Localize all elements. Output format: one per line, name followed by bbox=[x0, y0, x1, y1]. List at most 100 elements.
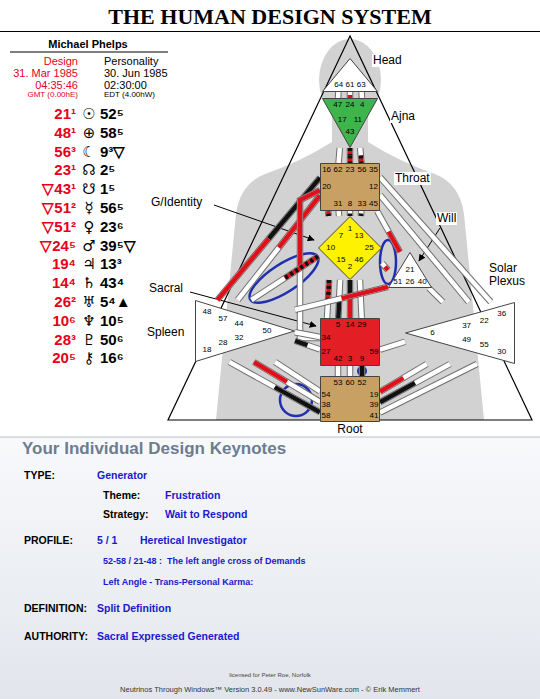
center-shape bbox=[319, 217, 382, 280]
channel-fill bbox=[348, 214, 353, 217]
channel-core bbox=[359, 211, 364, 216]
channel-core bbox=[360, 366, 365, 376]
channel-core bbox=[295, 341, 320, 350]
channel bbox=[360, 280, 362, 318]
gate-number: 4 bbox=[360, 101, 364, 109]
center-triangle: 646163 bbox=[322, 58, 378, 92]
center-shape bbox=[321, 377, 380, 422]
personality-gate: 16⁶ bbox=[100, 350, 124, 367]
channel-core bbox=[429, 288, 443, 302]
personality-gate: 1⁵ bbox=[100, 181, 115, 198]
channel bbox=[350, 211, 351, 216]
gate-number: 7 bbox=[339, 232, 343, 240]
gate-number: 46 bbox=[355, 256, 364, 264]
channel-fill bbox=[342, 287, 389, 298]
gate-number: 5 bbox=[336, 321, 340, 329]
gate-number: 30 bbox=[497, 348, 506, 356]
personality-gate: 52⁵ bbox=[100, 106, 124, 123]
gate-number: 9 bbox=[360, 355, 364, 363]
gate-number: 1 bbox=[348, 225, 352, 233]
gate-number: 51 bbox=[393, 278, 402, 286]
keynote-key: PROFILE: bbox=[24, 535, 73, 547]
gate-number: 25 bbox=[365, 244, 374, 252]
gate-number: 42 bbox=[334, 355, 343, 363]
channel bbox=[295, 287, 388, 310]
center-diamond: 1713102515246 bbox=[318, 216, 382, 280]
center-shape bbox=[323, 59, 378, 92]
channel bbox=[360, 148, 361, 163]
keynote-value: Heretical Investigator bbox=[140, 535, 247, 547]
gate-number: 34 bbox=[322, 334, 331, 342]
center-name: Head bbox=[372, 54, 403, 67]
channel bbox=[295, 341, 320, 350]
gate-number: 13 bbox=[355, 232, 364, 240]
channel-outline bbox=[217, 178, 320, 300]
design-gate: 21¹ bbox=[54, 106, 76, 123]
channel-core bbox=[348, 92, 353, 98]
keynote-value: Generator bbox=[97, 470, 147, 482]
planet-symbol: ☊ bbox=[82, 162, 95, 179]
channel-fill bbox=[359, 214, 364, 217]
channel bbox=[338, 211, 339, 216]
channel-outline bbox=[295, 341, 320, 350]
channel bbox=[380, 342, 405, 350]
gate-number: 61 bbox=[346, 81, 355, 89]
gate-number: 40 bbox=[418, 278, 427, 286]
personality-gate: 10⁵ bbox=[100, 313, 124, 330]
channel-outline bbox=[295, 287, 388, 310]
design-gate: 28³ bbox=[54, 332, 76, 349]
channel-outline bbox=[360, 280, 362, 318]
center-name: G/Identity bbox=[150, 196, 203, 209]
keynote-panel bbox=[0, 437, 540, 699]
planet-symbol: ☋ bbox=[82, 181, 95, 198]
channel-fill bbox=[385, 267, 388, 271]
channel bbox=[251, 256, 318, 300]
channel-fill bbox=[348, 95, 353, 98]
channel bbox=[350, 148, 351, 163]
gate-number: 47 bbox=[333, 101, 342, 109]
section-heading: Your Individual Design Keynotes bbox=[22, 440, 286, 459]
center-shape bbox=[196, 301, 295, 362]
gate-number: 37 bbox=[462, 322, 471, 330]
gate-number: 38 bbox=[322, 401, 331, 409]
gate-number: 63 bbox=[357, 81, 366, 89]
channel-fill bbox=[348, 148, 353, 156]
channel-fill bbox=[348, 156, 353, 164]
keynote-key: Strategy: bbox=[103, 509, 149, 521]
channel-outline bbox=[359, 366, 366, 376]
channel-fill bbox=[389, 232, 400, 253]
center-name: Will bbox=[436, 212, 457, 225]
channel-outline bbox=[360, 148, 361, 163]
channel-core bbox=[326, 211, 331, 216]
design-gate: 19⁴ bbox=[52, 256, 76, 273]
channel-outline bbox=[238, 195, 320, 300]
gate-number: 27 bbox=[322, 348, 331, 356]
design-gate: ▽51² bbox=[42, 219, 76, 236]
keynote-value: Wait to Respond bbox=[165, 509, 247, 521]
channel-outline bbox=[335, 92, 342, 98]
design-gate: 14⁴ bbox=[52, 275, 76, 292]
channel-fill bbox=[328, 280, 329, 299]
channel-outline bbox=[380, 177, 491, 302]
design-gate: 56³ bbox=[54, 144, 76, 161]
gate-number: 21 bbox=[406, 266, 415, 274]
gate-number: 10 bbox=[326, 244, 335, 252]
channel bbox=[339, 148, 340, 163]
keynote-value: Frustration bbox=[165, 490, 220, 502]
center-shape bbox=[323, 99, 378, 148]
center-shape bbox=[321, 164, 380, 211]
planet-symbol: ♃ bbox=[82, 256, 95, 273]
channel bbox=[217, 178, 320, 300]
keynote-value: Sacral Expressed Generated bbox=[97, 631, 239, 643]
channel-outline bbox=[358, 92, 365, 98]
channel-outline bbox=[229, 362, 320, 412]
channel-fill bbox=[359, 156, 364, 164]
channel-fill bbox=[360, 366, 365, 371]
channel-fill bbox=[348, 156, 353, 164]
gate-number: 48 bbox=[203, 308, 212, 316]
channel-core bbox=[339, 148, 340, 163]
channel bbox=[360, 211, 361, 216]
gate-number: 62 bbox=[334, 166, 343, 174]
channel-fill bbox=[326, 214, 331, 217]
date-time: 31. Mar 1985 bbox=[13, 67, 78, 79]
